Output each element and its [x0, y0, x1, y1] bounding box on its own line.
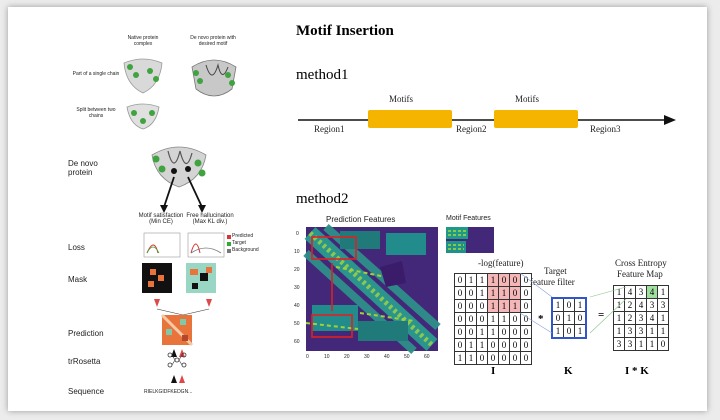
xtick: 60 — [424, 354, 430, 360]
slide: Native protein complex De novo protein w… — [8, 7, 707, 411]
symbol-I: I — [491, 365, 496, 377]
matrix-cell: 0 — [657, 337, 669, 351]
denovo-protein-image — [151, 146, 207, 188]
ytick: 40 — [294, 303, 300, 309]
region1-label: Region1 — [314, 124, 345, 134]
loss-plot-right — [187, 232, 225, 258]
matrix-cell: 0 — [520, 351, 532, 365]
xtick: 40 — [384, 354, 390, 360]
matrix-cell: 0 — [551, 311, 564, 325]
xtick: 30 — [364, 354, 370, 360]
motif-features-map — [446, 227, 494, 253]
legend-background: Background — [232, 247, 259, 253]
ytick: 0 — [296, 231, 299, 237]
denovo-top-label: De novo protein with desired motif — [190, 35, 236, 47]
xtick: 20 — [344, 354, 350, 360]
target-filter-label-2: feature filter — [530, 277, 575, 287]
legend-background-swatch — [227, 249, 231, 253]
region3-label: Region3 — [590, 124, 621, 134]
cross-entropy-label-2: Feature Map — [617, 269, 663, 279]
region2-label: Region2 — [456, 124, 487, 134]
motif-b-label: Motifs — [515, 94, 540, 104]
merge-arrows — [154, 299, 212, 316]
sequence-value: RIELKGIDFKEDGN... — [144, 389, 193, 395]
native-label: Native protein complex — [127, 35, 159, 47]
denovo-motif-image — [191, 59, 237, 97]
xtick: 10 — [324, 354, 330, 360]
ytick: 60 — [294, 339, 300, 345]
symbol-IK: I * K — [625, 365, 649, 377]
split-label: Split between two chains — [76, 107, 116, 119]
page-title: Motif Insertion — [296, 23, 394, 39]
neglog-label: -log(feature) — [478, 258, 524, 268]
matrix-cell: 0 — [520, 338, 532, 352]
prediction-map — [160, 313, 194, 347]
equals-symbol: = — [598, 309, 605, 321]
native-protein-image — [123, 58, 163, 94]
motif-satisfaction-label: Motif satisfaction (Min CE) — [138, 213, 184, 225]
cross-entropy-label-1: Cross Entropy — [615, 258, 667, 268]
up-arrows — [171, 349, 185, 357]
method1-heading: method1 — [296, 67, 349, 83]
prediction-label: Prediction — [68, 329, 104, 338]
legend-target: Target — [232, 240, 246, 246]
connector-lines — [519, 272, 627, 334]
mask-right — [186, 263, 216, 293]
matrix-cell: 1 — [574, 324, 587, 339]
network-icon — [167, 352, 187, 368]
method1-diagram — [298, 110, 676, 128]
split-chain-image — [126, 103, 160, 130]
loss-label: Loss — [68, 243, 85, 252]
ytick: 30 — [294, 285, 300, 291]
trrosetta-label: trRosetta — [68, 357, 101, 366]
legend-predicted: Predicted — [232, 233, 254, 239]
xtick: 50 — [404, 354, 410, 360]
legend-predicted-swatch — [227, 235, 231, 239]
sequence-label: Sequence — [68, 387, 105, 396]
mask-label: Mask — [68, 275, 88, 284]
legend-target-swatch — [227, 242, 231, 246]
matrix-cell: 1 — [563, 311, 575, 325]
matrix-cell: 1 — [635, 337, 647, 351]
xtick: 0 — [306, 354, 309, 360]
heatmap-title: Prediction Features — [326, 215, 396, 224]
ytick: 10 — [294, 249, 300, 255]
motif-features-title: Motif Features — [446, 215, 491, 222]
prediction-heatmap — [303, 224, 441, 354]
ytick: 50 — [294, 321, 300, 327]
matrix-cell: 0 — [563, 324, 575, 339]
mask-left — [142, 263, 172, 293]
ytick: 20 — [294, 267, 300, 273]
motif-a-label: Motifs — [389, 94, 414, 104]
denovo-protein-label: De novo protein — [68, 159, 98, 177]
convolve-symbol: * — [538, 313, 544, 325]
branch-arrows — [160, 176, 206, 213]
symbol-K: K — [564, 365, 573, 377]
free-hallucination-label: Free hallucination (Max KL div.) — [186, 213, 234, 225]
target-filter-label-1: Target — [544, 266, 567, 276]
up-arrows-2 — [171, 375, 185, 383]
single-chain-label: Part of a single chain — [72, 71, 120, 77]
matrix-cell: 0 — [487, 351, 499, 365]
matrix-cell: 0 — [574, 311, 587, 325]
method2-heading: method2 — [296, 191, 349, 207]
loss-plot-left — [143, 232, 181, 258]
